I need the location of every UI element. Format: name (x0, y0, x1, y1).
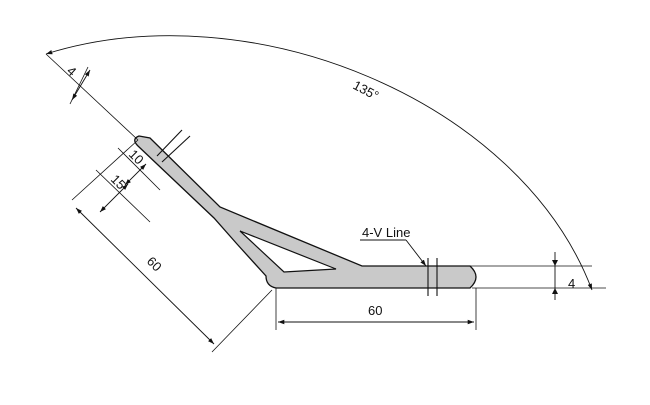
angle-arc (45, 35, 593, 291)
v-line-tick-diag-2 (161, 135, 191, 163)
thick-label: 4 (568, 276, 575, 291)
offset-15-label: 15 (108, 172, 129, 193)
diag-60-arrow (75, 207, 215, 345)
tab-dim-ext-1 (45, 53, 139, 141)
offset-10-arrow (124, 163, 147, 186)
callout-leader (405, 239, 427, 267)
horiz-60-label: 60 (368, 303, 382, 318)
callout-label: 4-V Line (362, 225, 410, 240)
diag-60-ext-2 (211, 289, 273, 353)
angle-label: 135° (351, 77, 382, 103)
diag-60-label: 60 (144, 254, 165, 275)
diag-60-ext-1 (71, 139, 139, 201)
thick-arrowhead-top (552, 260, 558, 266)
profile-cutout (239, 230, 337, 273)
thick-arrowhead-bottom (552, 288, 558, 294)
tab-dim-arrow (71, 69, 91, 101)
tab-dim-label: 4 (64, 63, 79, 79)
v-line-tick-diag-1 (156, 129, 183, 157)
offset-15-arrow (99, 183, 129, 213)
